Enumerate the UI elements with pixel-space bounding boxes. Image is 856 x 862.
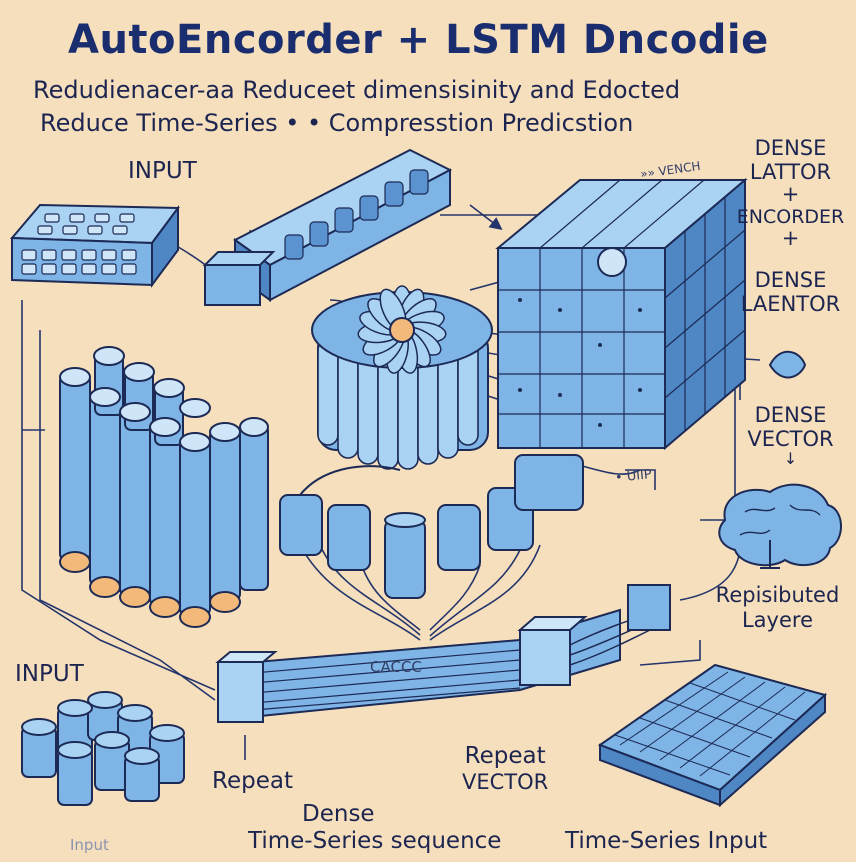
time-series-input-tray: [597, 663, 828, 808]
leaf-icon: [768, 350, 807, 379]
repeat-vector-line-2: VECTOR: [462, 770, 549, 794]
dense-laentor-line-1: DENSE: [754, 268, 827, 292]
input-faded-label: Input: [70, 836, 109, 854]
dense-lattor-line-3: +: [781, 182, 800, 206]
repeat-vector-cable: [215, 584, 671, 723]
input-cylinder-cluster: [21, 691, 185, 806]
lstm-column-stack: [59, 346, 269, 628]
dense-lattor-stack: DENSE LATTOR + ENCORDER +: [728, 138, 853, 249]
dense-vector-line-1: DENSE: [754, 403, 827, 427]
repisibuted-line-1: Repisibuted: [715, 583, 840, 607]
dense-laentor-stack: DENSE LAENTOR: [728, 270, 853, 315]
dense-vector-line-2: VECTOR: [747, 427, 834, 451]
repeat-vector-stack: Repeat VECTOR: [462, 745, 548, 793]
repeat-left-label: Repeat: [212, 768, 293, 794]
dense-vector-arrow: ↓: [783, 449, 798, 468]
scribble-right-label: • UIIP: [614, 467, 653, 486]
diagram-subtitle-line-2: Reduce Time-Series • • Compresstion Pred…: [40, 109, 634, 137]
input-grid-block: [9, 203, 180, 289]
repisibuted-line-2: Layere: [741, 608, 813, 632]
repisibuted-layer-stack: Repisibuted Layere: [700, 585, 855, 631]
sequence-ribbon: [202, 148, 453, 306]
decoder-fan: [279, 454, 584, 599]
repeat-vector-line-1: Repeat: [464, 743, 546, 769]
brain-icon: [718, 483, 842, 569]
time-series-sequence-label: Time-Series sequence: [248, 828, 502, 854]
dense-lattor-line-1: DENSE: [754, 136, 827, 160]
latent-cube: [495, 177, 748, 451]
diagram-title: AutoEncorder + LSTM Dncodie: [68, 17, 769, 63]
dense-lattor-line-2: LATTOR: [749, 160, 832, 184]
caccc-label: CACCC: [370, 658, 422, 676]
lstm-cylinder-bundle: [311, 285, 493, 470]
dense-bottom-label: Dense: [302, 801, 375, 827]
dense-laentor-line-2: LAENTOR: [740, 292, 841, 316]
input-bottom-label: INPUT: [15, 661, 84, 687]
diagram-subtitle-line-1: Redudienacer-aa Reduceet dimensisinity a…: [33, 76, 681, 104]
dense-lattor-line-5: +: [781, 226, 800, 250]
input-top-label: INPUT: [128, 158, 197, 184]
dense-vector-stack: DENSE VECTOR ↓: [728, 405, 853, 467]
dense-lattor-line-4: ENCORDER: [736, 206, 845, 228]
time-series-input-label: Time-Series Input: [565, 828, 768, 854]
